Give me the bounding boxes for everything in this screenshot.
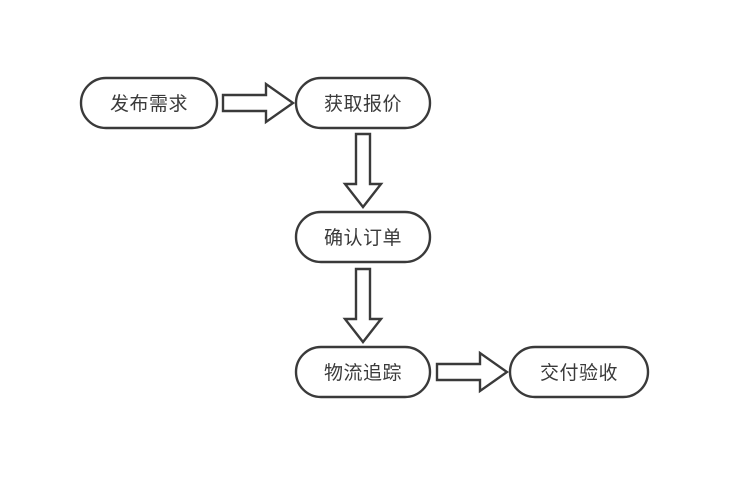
node-shape-confirm-order[interactable] xyxy=(294,210,432,264)
arrow-right-icon xyxy=(435,350,510,394)
node-logistics-tracking[interactable]: 物流追踪 xyxy=(294,345,432,399)
connector-quote-to-confirm xyxy=(342,132,384,209)
node-label-publish-requirement: 发布需求 xyxy=(110,93,188,115)
node-label-delivery-acceptance: 交付验收 xyxy=(540,362,618,384)
node-shape-delivery-acceptance[interactable] xyxy=(508,345,650,399)
arrow-right-icon xyxy=(221,81,296,125)
node-delivery-acceptance[interactable]: 交付验收 xyxy=(508,345,650,399)
node-label-confirm-order: 确认订单 xyxy=(324,227,402,249)
node-shape-publish-requirement[interactable] xyxy=(79,76,219,130)
node-publish-requirement[interactable]: 发布需求 xyxy=(79,76,219,130)
arrow-down-icon xyxy=(342,132,384,209)
arrow-down-icon xyxy=(342,267,384,344)
node-label-logistics-tracking: 物流追踪 xyxy=(324,362,402,384)
connector-confirm-to-logistics xyxy=(342,267,384,344)
node-get-quote[interactable]: 获取报价 xyxy=(294,76,432,130)
node-shape-logistics-tracking[interactable] xyxy=(294,345,432,399)
node-shape-get-quote[interactable] xyxy=(294,76,432,130)
node-confirm-order[interactable]: 确认订单 xyxy=(294,210,432,264)
node-label-get-quote: 获取报价 xyxy=(324,93,402,115)
connector-publish-to-quote xyxy=(221,81,296,125)
connector-logistics-to-delivery xyxy=(435,350,510,394)
